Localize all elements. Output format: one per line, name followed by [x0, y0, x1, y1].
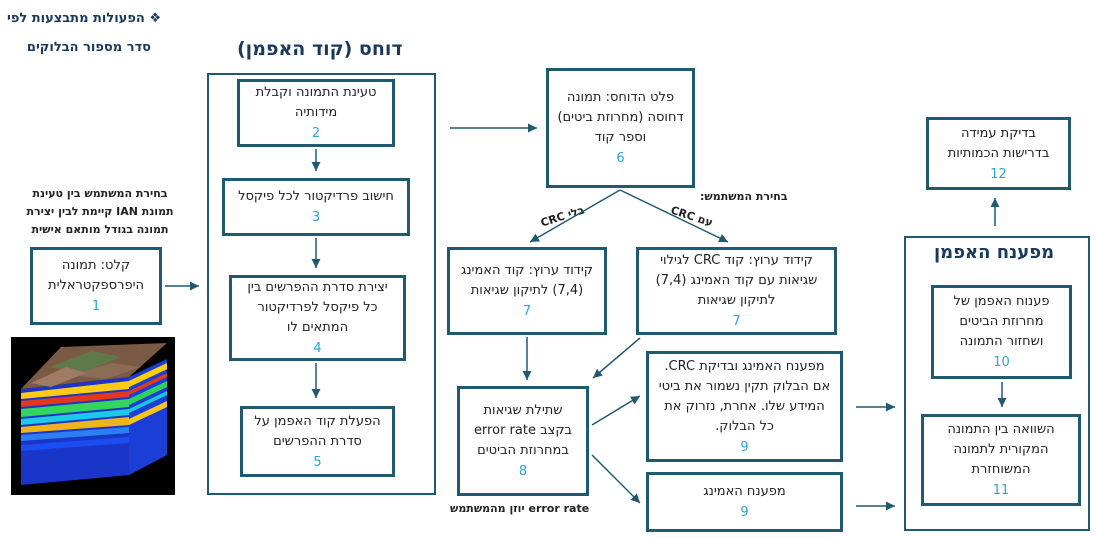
block-12-requirements-check: בדיקת עמידה בדרישות הכמותיות 12	[926, 117, 1071, 190]
hyperspectral-cube-image	[11, 337, 175, 495]
block-11-compare: השוואה בין התמונה המקורית לתמונה המשוחזר…	[921, 414, 1081, 506]
block-10-huffman-decode: פענוח האפמן של מחרוזת הביטים ושחזור התמו…	[931, 285, 1072, 379]
block-8-error-injection: שתילת שגיאות בקצב error rate במחרוזת הבי…	[457, 386, 589, 496]
block-text: יצירת סדרת ההפרשים בין כל פיקסל לפרדיקטו…	[247, 280, 388, 335]
arrow-8-to-9-crc	[591, 395, 641, 426]
block-number: 7	[522, 304, 532, 319]
bullet-icon: ❖	[149, 11, 161, 26]
block-text: טעינת התמונה וקבלת מידותיה	[255, 85, 377, 120]
block-number: 7	[732, 314, 741, 329]
note-line: בחירת המשתמש בין טעינת	[32, 187, 168, 200]
header-line-2: סדר מספור הבלוקים	[26, 40, 151, 55]
block-number: 5	[313, 454, 322, 470]
block-7-hamming: קידוד ערוץ: קוד האמינג (7,4) לתיקון שגיא…	[447, 247, 607, 335]
block-number: 1	[91, 299, 101, 314]
block-number: 8	[518, 464, 528, 479]
block-text: חישוב פרדיקטור לכל פיקסל	[238, 189, 394, 204]
block-number: 12	[990, 166, 1007, 182]
block-9-hamming-decoder: מפענח האמינג 9	[646, 472, 843, 532]
arrow-7crc-to-8	[592, 337, 641, 379]
block-number: 2	[311, 126, 321, 141]
block-number: 9	[740, 505, 749, 520]
block-2-load-image: טעינת התמונה וקבלת מידותיה 2	[237, 79, 395, 147]
user-choice-note: בחירת המשתמש בין טעינת תמונת IAN קיימת ל…	[10, 185, 190, 239]
block-1-input: קלט: תמונה היפרספקטראלית 1	[30, 247, 162, 325]
block-6-encoder-output: פלט הדוחס: תמונה דחוסה (מחרוזת ביטים) וס…	[546, 68, 695, 188]
block-text: הפעלת קוד האפמן על סדרת ההפרשים	[254, 413, 381, 449]
block-text: פלט הדוחס: תמונה דחוסה (מחרוזת ביטים) וס…	[557, 90, 684, 145]
block-number: 4	[313, 341, 322, 356]
block-number: 11	[992, 483, 1010, 498]
block-number: 9	[740, 439, 749, 455]
block-text: שתילת שגיאות בקצב error rate במחרוזת הבי…	[473, 403, 573, 458]
block-4-differences: יצירת סדרת ההפרשים בין כל פיקסל לפרדיקטו…	[229, 275, 406, 361]
arrow-8-to-9-nocrc	[591, 454, 641, 504]
block-text: פענוח האפמן של מחרוזת הביטים ושחזור התמו…	[953, 294, 1050, 349]
arrow-6-to-7-nocrc	[529, 189, 621, 243]
block-text: בדיקת עמידה בדרישות הכמותיות	[947, 125, 1050, 161]
user-choice-label: בחירת המשתמש:	[700, 190, 788, 203]
block-text: השוואה בין התמונה המקורית לתמונה המשוחזר…	[947, 422, 1055, 477]
header-line-1: הפעולות מתבצעות לפי	[7, 11, 145, 26]
block-text: קידוד ערוץ: קוד CRC לגילוי שגיאות עם קוד…	[655, 253, 818, 308]
header-note: ❖ הפעולות מתבצעות לפי	[7, 11, 161, 26]
decoder-title: מפענח האפמן	[934, 242, 1055, 263]
block-text: מפענח האמינג ובדיקת CRC. אם הבלוק תקין נ…	[658, 358, 831, 434]
block-number: 6	[616, 151, 625, 166]
block-text: קלט: תמונה היפרספקטראלית	[48, 258, 144, 293]
block-7-crc-hamming: קידוד ערוץ: קוד CRC לגילוי שגיאות עם קוד…	[636, 247, 837, 335]
block-number: 10	[993, 355, 1010, 370]
block-9-hamming-crc-decoder: מפענח האמינג ובדיקת CRC. אם הבלוק תקין נ…	[646, 351, 843, 462]
note-line: תמונת IAN קיימת לבין יצירת	[26, 205, 174, 218]
block-text: מפענח האמינג	[703, 484, 786, 499]
encoder-group	[207, 73, 436, 495]
arrow-6-to-7-crc	[619, 189, 729, 243]
block-number: 3	[311, 210, 321, 225]
error-rate-label: error rate יוזן מהמשתמש	[450, 502, 590, 515]
block-text: קידוד ערוץ: קוד האמינג (7,4) לתיקון שגיא…	[460, 263, 594, 298]
block-3-predictor: חישוב פרדיקטור לכל פיקסל 3	[222, 178, 410, 236]
block-5-huffman: הפעלת קוד האפמן על סדרת ההפרשים 5	[240, 406, 395, 477]
decoder-group	[904, 236, 1090, 531]
encoder-title: דוחס (קוד האפמן)	[237, 38, 403, 60]
note-line: תמונה בגודל מותאם אישית	[31, 223, 169, 236]
